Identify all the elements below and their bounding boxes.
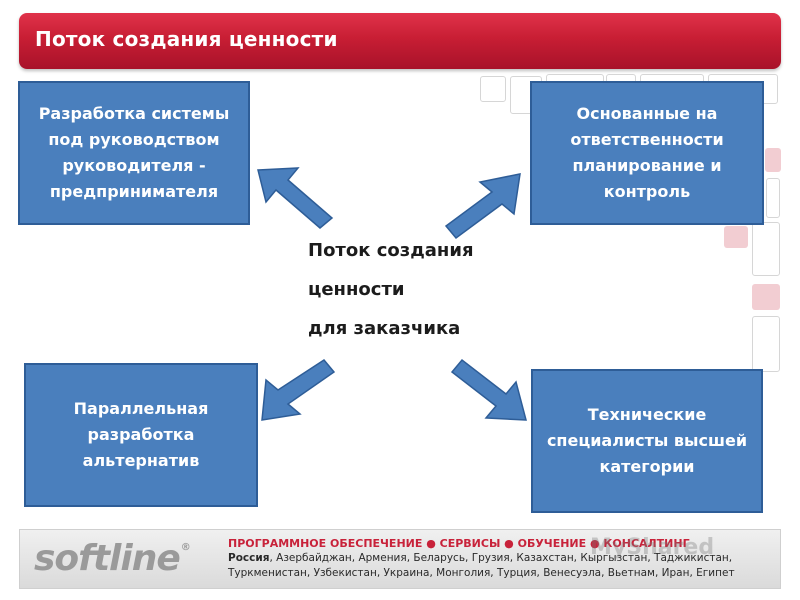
box-text-line: под руководством bbox=[48, 130, 220, 149]
softline-logo: softline® bbox=[34, 538, 191, 579]
decorative-square bbox=[752, 284, 780, 310]
box-text-line: контроль bbox=[603, 182, 691, 201]
countries-line-1: Россия, Азербайджан, Армения, Беларусь, … bbox=[228, 551, 773, 566]
box-text-line: Основанные на bbox=[576, 104, 718, 123]
box-text-line: планирование и bbox=[572, 156, 722, 175]
country-first: Россия bbox=[228, 552, 270, 564]
decorative-square bbox=[752, 316, 780, 372]
watermark: MyShared bbox=[590, 535, 715, 560]
box-text-line: Технические bbox=[587, 405, 707, 424]
center-text-line: Поток создания bbox=[308, 240, 474, 261]
arrow-down-left-icon bbox=[261, 359, 336, 421]
decorative-square bbox=[766, 178, 780, 218]
box-text-line: Разработка системы bbox=[38, 104, 230, 123]
title-banner: Поток создания ценности bbox=[19, 13, 781, 69]
box-text-line: предпринимателя bbox=[49, 182, 219, 201]
box-bottom-left: Параллельная разработка альтернатив bbox=[24, 363, 258, 507]
box-text-line: категории bbox=[599, 457, 695, 476]
center-text-line: для заказчика bbox=[308, 318, 461, 339]
footer-text: ПРОГРАММНОЕ ОБЕСПЕЧЕНИЕ ● СЕРВИСЫ ● ОБУЧ… bbox=[228, 536, 773, 581]
decorative-square bbox=[752, 222, 780, 276]
decorative-square bbox=[480, 76, 506, 102]
arrow-up-right-icon bbox=[444, 173, 521, 240]
box-text-line: разработка bbox=[87, 425, 195, 444]
page-title: Поток создания ценности bbox=[35, 27, 338, 51]
box-text-line: руководителя - bbox=[62, 156, 206, 175]
box-text-line: Параллельная bbox=[73, 399, 209, 418]
box-top-left: Разработка системы под руководством руко… bbox=[18, 81, 250, 225]
box-top-right: Основанные на ответственности планирован… bbox=[530, 81, 764, 225]
registered-mark: ® bbox=[180, 542, 191, 553]
center-label: Поток создания ценности для заказчика bbox=[308, 236, 518, 353]
arrow-down-right-icon bbox=[450, 358, 527, 421]
box-bottom-right: Технические специалисты высшей категории bbox=[531, 369, 763, 513]
box-text-line: альтернатив bbox=[82, 451, 200, 470]
decorative-square bbox=[724, 226, 748, 248]
decorative-square bbox=[765, 148, 781, 172]
logo-text: softline bbox=[34, 538, 181, 579]
box-text-line: специалисты высшей bbox=[546, 431, 748, 450]
box-text-line: ответственности bbox=[570, 130, 724, 149]
footer-banner: softline® ПРОГРАММНОЕ ОБЕСПЕЧЕНИЕ ● СЕРВ… bbox=[19, 529, 781, 589]
countries-rest: , Азербайджан, Армения, Беларусь, Грузия… bbox=[269, 552, 733, 564]
arrow-up-left-icon bbox=[257, 167, 334, 229]
center-text-line: ценности bbox=[308, 279, 405, 300]
services-line: ПРОГРАММНОЕ ОБЕСПЕЧЕНИЕ ● СЕРВИСЫ ● ОБУЧ… bbox=[228, 537, 690, 550]
countries-line-2: Туркменистан, Узбекистан, Украина, Монго… bbox=[228, 567, 735, 579]
